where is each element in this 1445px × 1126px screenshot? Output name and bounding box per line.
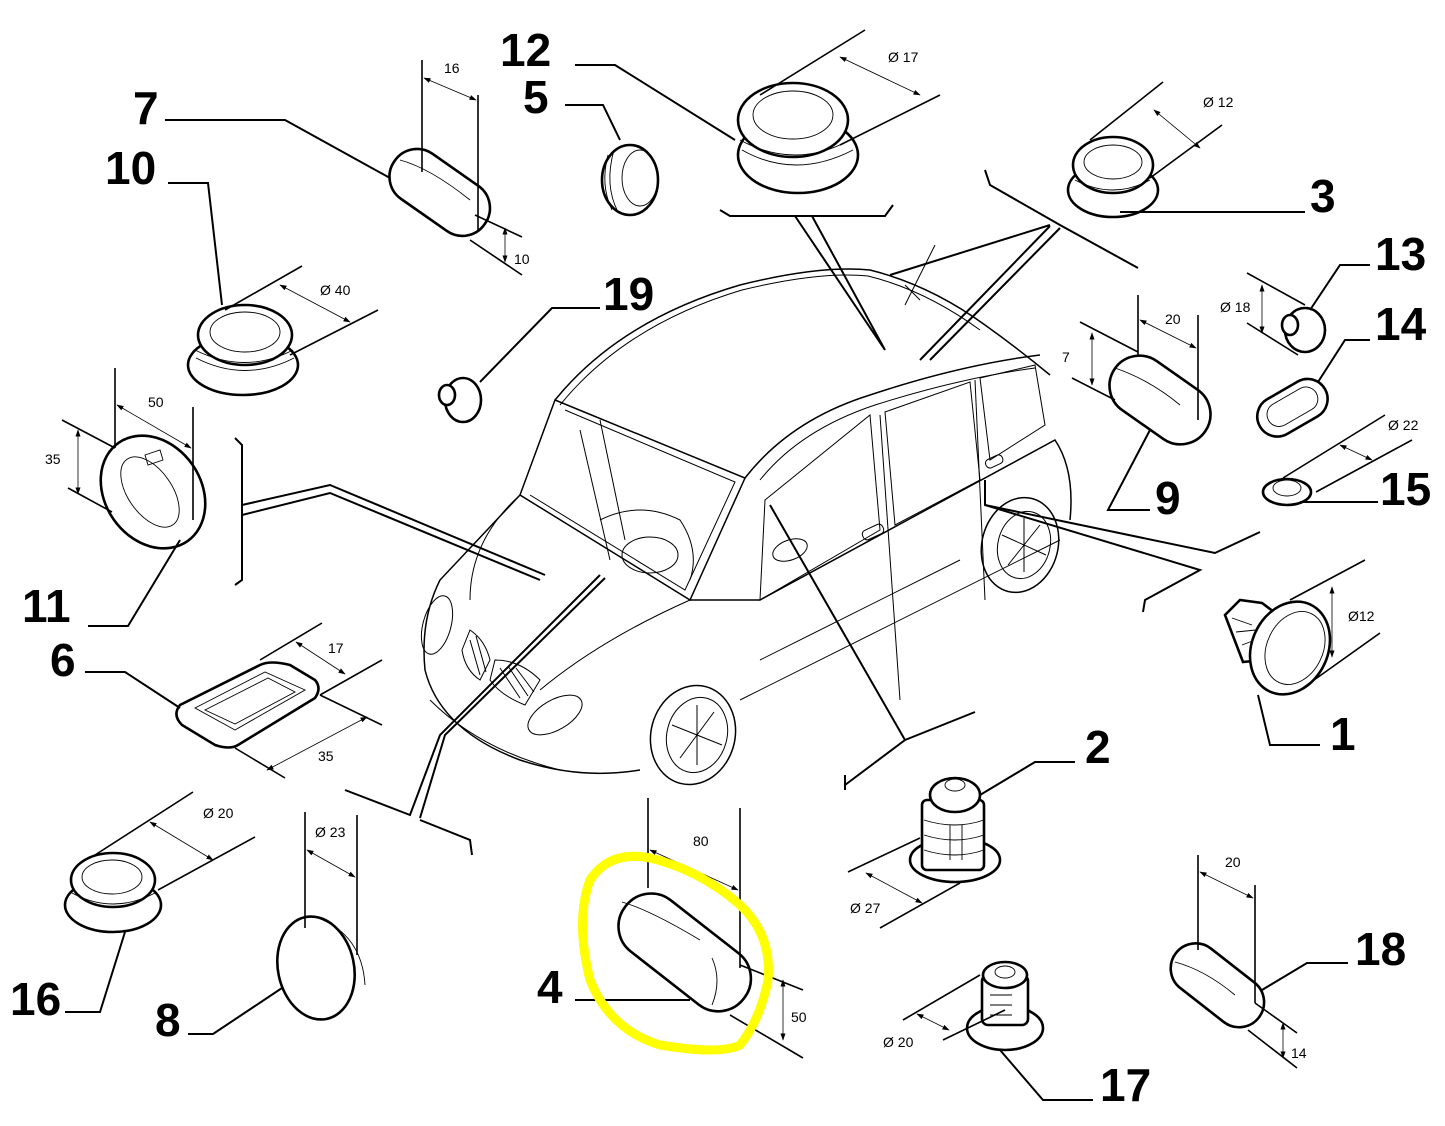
callout-15[interactable]: 15	[1380, 463, 1431, 515]
part-10[interactable]: Ø 40 10	[105, 142, 379, 397]
callout-11[interactable]: 11	[22, 580, 71, 632]
callout-17[interactable]: 17	[1100, 1059, 1151, 1111]
part-8[interactable]: Ø 23 8	[155, 812, 366, 1046]
part-9[interactable]: 20 7 9	[1062, 295, 1222, 524]
part-2-diameter: Ø 27	[850, 900, 881, 916]
vehicle-illustration	[420, 244, 1072, 786]
part-16[interactable]: Ø 20 16	[10, 791, 256, 1025]
callout-7[interactable]: 7	[133, 82, 159, 134]
part-11[interactable]: 50 35 11	[22, 368, 227, 632]
callout-10[interactable]: 10	[105, 142, 156, 194]
part-6-width: 17	[328, 640, 344, 656]
part-17-diameter: Ø 20	[883, 1034, 914, 1050]
callout-4[interactable]: 4	[537, 961, 563, 1013]
part-4-length: 80	[693, 833, 709, 849]
part-2[interactable]: Ø 27 2	[847, 721, 1111, 929]
part-18[interactable]: 20 14 18	[1161, 854, 1407, 1069]
part-18-height: 14	[1291, 1045, 1307, 1061]
part-13-diameter: Ø 18	[1220, 299, 1251, 315]
callout-5[interactable]: 5	[523, 71, 549, 123]
part-19[interactable]: 19	[437, 268, 654, 424]
highlight-circle	[578, 851, 773, 1055]
part-4-height: 50	[791, 1009, 807, 1025]
part-13[interactable]: Ø 18 13	[1220, 228, 1426, 356]
callout-6[interactable]: 6	[50, 634, 76, 686]
callout-18[interactable]: 18	[1355, 923, 1406, 975]
callout-16[interactable]: 16	[10, 973, 61, 1025]
part-16-diameter: Ø 20	[203, 805, 234, 821]
part-14[interactable]: 14	[1250, 298, 1427, 444]
callout-8[interactable]: 8	[155, 994, 181, 1046]
part-6-length: 35	[318, 748, 334, 764]
part-3[interactable]: Ø 12 3	[1066, 81, 1336, 222]
part-15[interactable]: Ø 22 15	[1261, 414, 1431, 515]
part-9-length: 20	[1165, 311, 1181, 327]
part-15-diameter: Ø 22	[1388, 417, 1419, 433]
part-12-diameter: Ø 17	[888, 49, 919, 65]
part-1-diameter: Ø12	[1348, 608, 1375, 624]
part-17[interactable]: Ø 20 17	[883, 960, 1151, 1111]
part-7[interactable]: 16 10 7	[133, 60, 530, 276]
part-4[interactable]: 80 50 4	[537, 798, 807, 1059]
part-7-height: 10	[514, 251, 530, 267]
part-8-diameter: Ø 23	[315, 824, 346, 840]
leader-lines	[234, 169, 1261, 856]
callout-13[interactable]: 13	[1375, 228, 1426, 280]
part-18-length: 20	[1225, 854, 1241, 870]
part-12[interactable]: Ø 17 12	[500, 24, 941, 195]
part-5[interactable]: 5	[523, 71, 660, 217]
callout-12[interactable]: 12	[500, 24, 551, 76]
part-3-diameter: Ø 12	[1203, 94, 1234, 110]
part-6[interactable]: 17 35 6	[50, 622, 383, 779]
part-9-height: 7	[1062, 349, 1070, 365]
callout-2[interactable]: 2	[1085, 721, 1111, 773]
callout-1[interactable]: 1	[1330, 708, 1356, 760]
callout-3[interactable]: 3	[1310, 170, 1336, 222]
callout-9[interactable]: 9	[1155, 472, 1181, 524]
part-1[interactable]: Ø12 1	[1223, 559, 1381, 760]
part-7-length: 16	[444, 60, 460, 76]
part-11-height: 35	[45, 451, 61, 467]
part-10-diameter: Ø 40	[320, 282, 351, 298]
part-11-length: 50	[148, 394, 164, 410]
callout-14[interactable]: 14	[1375, 298, 1427, 350]
callout-19[interactable]: 19	[603, 268, 654, 320]
